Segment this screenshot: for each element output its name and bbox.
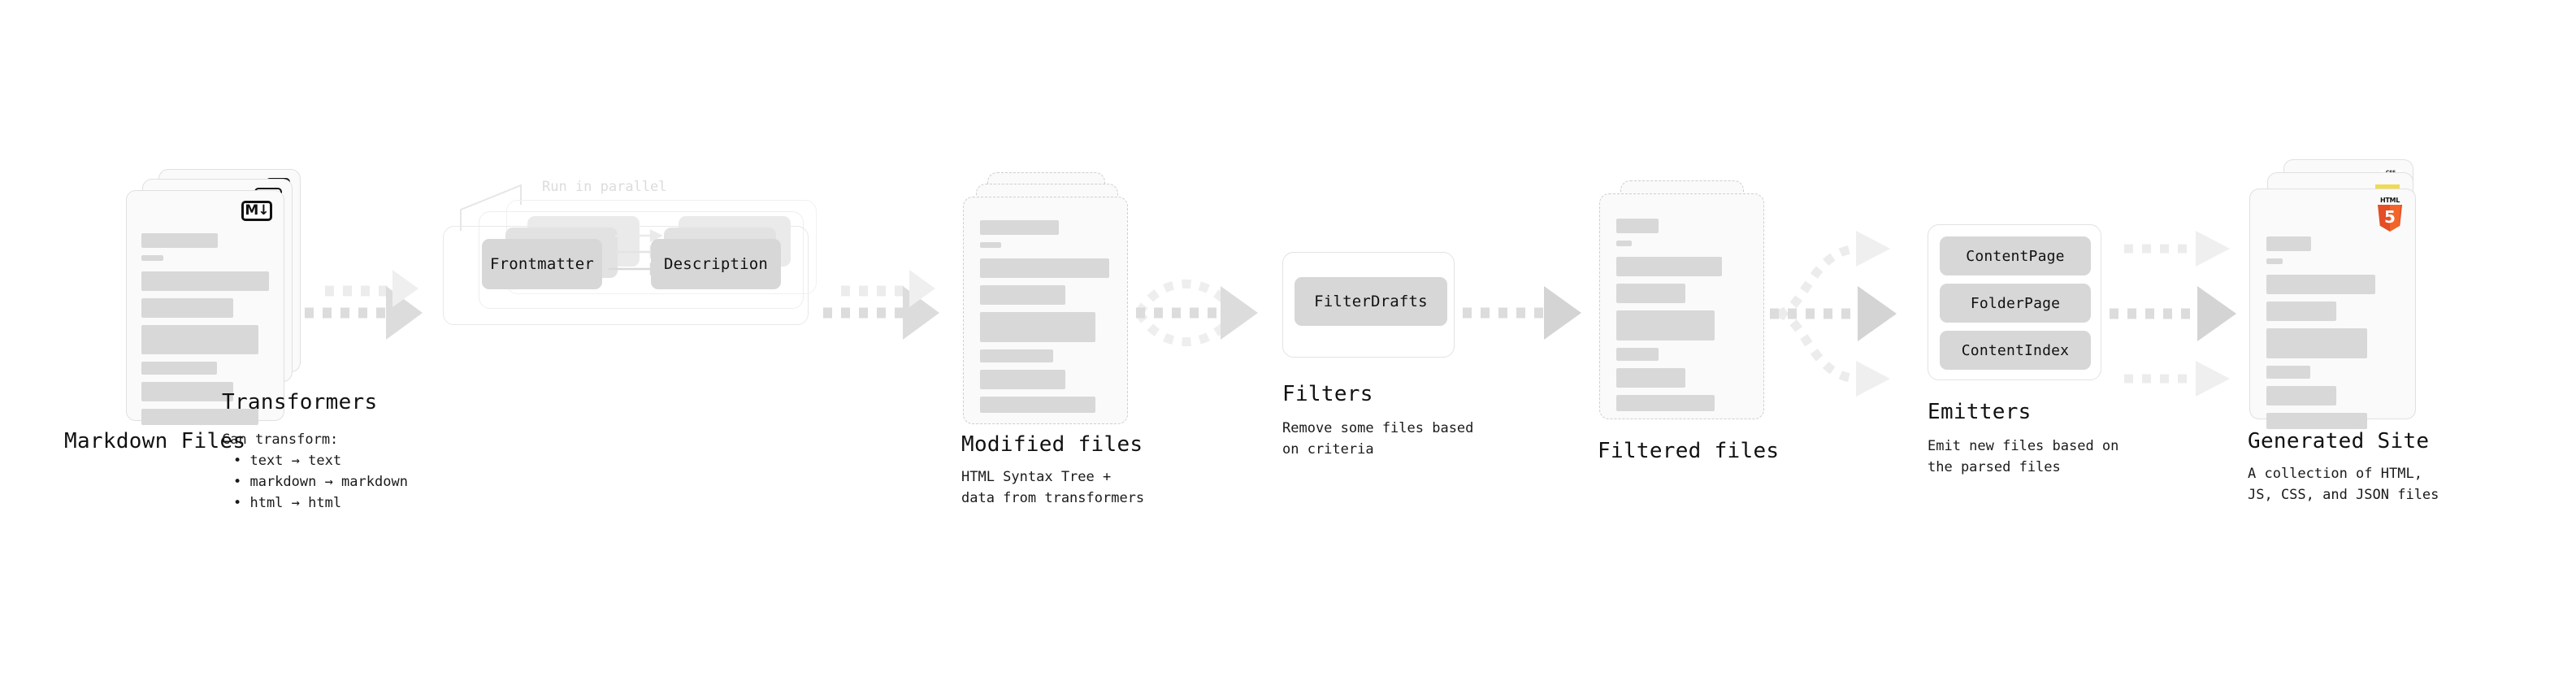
html5-icon-label: HTML	[2379, 197, 2400, 204]
run-in-parallel-bracket	[458, 179, 555, 231]
modified-card-front	[963, 197, 1128, 424]
stage-subtitle-generated-site: A collection of HTML, JS, CSS, and JSON …	[2248, 466, 2439, 504]
content-bar	[980, 242, 1001, 248]
markdown-card-content	[141, 233, 269, 432]
markdown-icon: M↓	[241, 201, 272, 221]
emitter-pill-label: ContentPage	[1966, 247, 2065, 265]
generated-site-file-stack: CSS HTML 5	[2249, 159, 2428, 429]
content-bar	[2266, 258, 2283, 264]
run-in-parallel-annotation: Run in parallel	[542, 179, 667, 195]
filtered-card-front	[1599, 193, 1764, 419]
content-bar	[141, 298, 234, 318]
connector-filters-to-filtered	[1463, 268, 1593, 358]
emitter-pill-folderpage[interactable]: FolderPage	[1940, 284, 2091, 323]
emitter-pill-contentpage[interactable]: ContentPage	[1940, 236, 2091, 275]
connector-filtered-to-emitters	[1770, 231, 1932, 397]
connector-transformers-to-modified	[823, 268, 953, 358]
content-bar	[980, 349, 1054, 362]
content-bar	[2266, 275, 2375, 294]
markdown-card-front: M↓	[126, 190, 284, 425]
content-bar	[2266, 328, 2367, 358]
filter-pill-filterdrafts[interactable]: FilterDrafts	[1295, 277, 1447, 326]
stage-filtered-files: Filtered files	[1598, 180, 1779, 463]
content-bar	[1616, 395, 1715, 411]
stage-title-modified-files: Modified files	[961, 432, 1143, 457]
stage-subtitle-filters: Remove some files based on criteria	[1282, 420, 1474, 458]
content-bar	[980, 258, 1110, 278]
stage-subtitle-transformers: Can transform:	[222, 432, 339, 448]
content-bar	[1616, 219, 1659, 233]
content-bar	[141, 325, 259, 354]
emitter-pill-label: ContentIndex	[1961, 341, 2070, 359]
content-bar	[980, 312, 1095, 342]
stage-title-filters: Filters	[1282, 382, 1373, 406]
html5-icon-shield: 5	[2378, 205, 2402, 232]
html5-icon: HTML 5	[2376, 197, 2404, 232]
content-bar	[980, 285, 1065, 305]
stage-subtitle-modified-files: HTML Syntax Tree + data from transformer…	[961, 469, 1145, 507]
emitter-pill-label: FolderPage	[1970, 294, 2061, 312]
content-bar	[2266, 236, 2312, 251]
stage-title-emitters: Emitters	[1928, 400, 2032, 424]
connector-emitters-to-site	[2110, 231, 2288, 397]
content-bar	[980, 370, 1065, 389]
stage-title-generated-site: Generated Site	[2248, 429, 2430, 453]
site-card-html: HTML 5	[2249, 189, 2416, 429]
connector-md-to-transformers	[305, 268, 435, 358]
content-bar	[1616, 284, 1686, 303]
content-bar	[2266, 413, 2367, 429]
transformer-frame-middle	[479, 211, 804, 309]
content-bar	[2266, 301, 2337, 321]
stage-subtitle-emitters: Emit new files based on the parsed files	[1928, 438, 2119, 476]
modified-file-stack	[963, 172, 1134, 424]
stage-title-markdown-files: Markdown Files	[64, 429, 246, 453]
stage-generated-site: CSS HTML 5	[2248, 159, 2439, 503]
content-bar	[141, 255, 163, 261]
transformers-bullet-0: • text → text	[233, 453, 342, 469]
stage-markdown-files: M↓ M↓ M↓ Markdown Files	[64, 169, 301, 453]
filtered-card-content	[1616, 219, 1747, 419]
transformer-pill-description[interactable]: Description	[651, 239, 781, 289]
content-bar	[2266, 386, 2337, 406]
content-bar	[141, 409, 259, 425]
content-bar	[141, 362, 217, 375]
filters-box: FilterDrafts	[1282, 252, 1455, 358]
stage-modified-files: Modified files HTML Syntax Tree + data f…	[961, 172, 1144, 506]
content-bar	[1616, 310, 1715, 340]
content-bar	[1616, 257, 1723, 276]
site-card-content	[2266, 236, 2399, 436]
content-bar	[2266, 366, 2310, 379]
modified-card-content	[980, 220, 1111, 420]
transformer-pill-label: Frontmatter	[489, 255, 595, 273]
emitters-box: ContentPage FolderPage ContentIndex	[1928, 224, 2101, 380]
content-bar	[980, 397, 1095, 413]
html5-icon-number: 5	[2384, 206, 2396, 227]
markdown-file-stack: M↓ M↓ M↓	[126, 169, 301, 425]
emitter-pill-contentindex[interactable]: ContentIndex	[1940, 331, 2091, 370]
content-bar	[1616, 241, 1633, 246]
filter-pill-label: FilterDrafts	[1314, 293, 1428, 310]
transformer-pill-frontmatter[interactable]: Frontmatter	[482, 239, 602, 289]
content-bar	[141, 271, 269, 291]
content-bar	[980, 220, 1059, 235]
stage-title-filtered-files: Filtered files	[1598, 439, 1780, 463]
transformer-pill-label: Description	[663, 255, 769, 273]
filtered-file-stack	[1599, 180, 1770, 424]
content-bar	[141, 233, 219, 248]
content-bar	[1616, 348, 1659, 361]
stage-title-transformers: Transformers	[222, 390, 378, 414]
connector-modified-to-filters	[1135, 268, 1274, 358]
transformers-bullet-1: • markdown → markdown	[233, 474, 408, 490]
content-bar	[1616, 368, 1686, 388]
content-bar	[141, 382, 234, 401]
transformers-bullet-2: • html → html	[233, 495, 342, 511]
